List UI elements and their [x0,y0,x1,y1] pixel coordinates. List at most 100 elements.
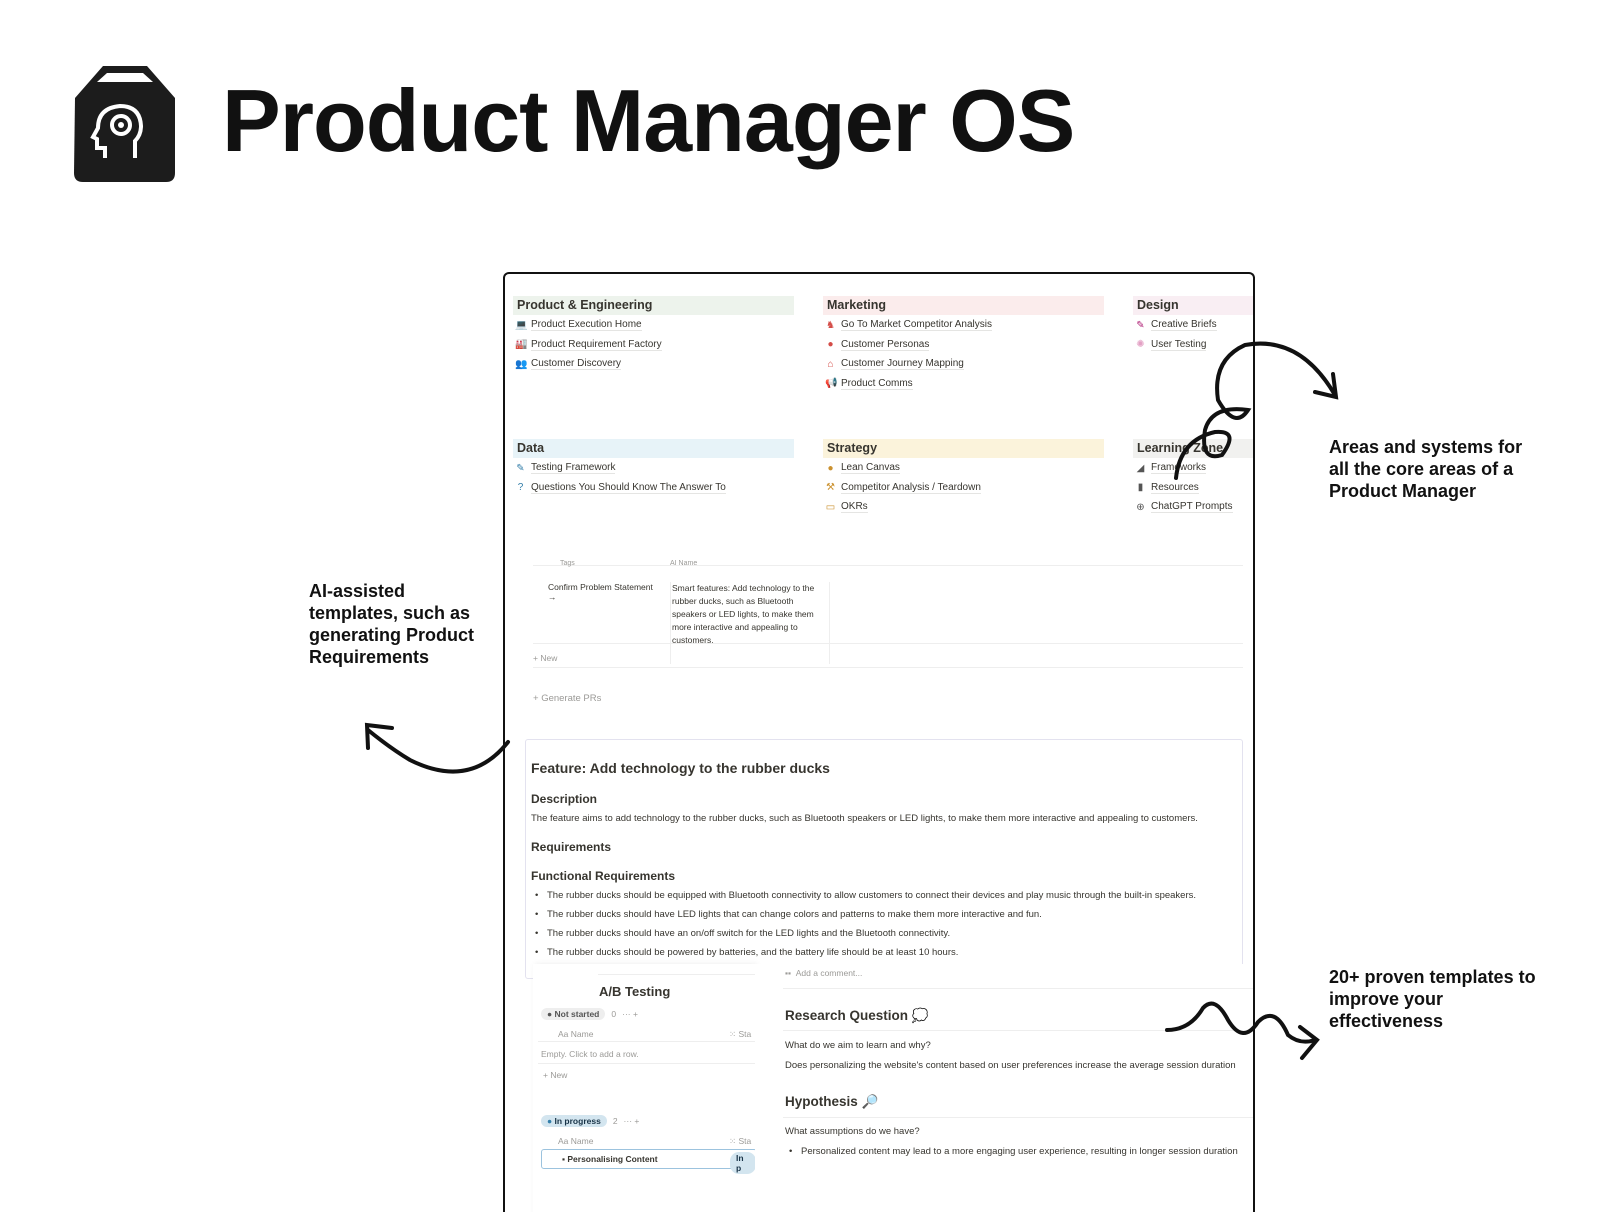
page-icon: ● [827,462,834,474]
requirement-item: The rubber ducks should be powered by ba… [531,947,1196,966]
status-header-label: Sta [738,1029,752,1039]
group-count: 2 [612,1116,618,1126]
new-row-button[interactable]: + New [543,1070,568,1080]
section-heading: Product & Engineering [513,296,794,315]
row-step[interactable]: Confirm Problem Statement→ [548,582,653,602]
section-link[interactable]: 🏭Product Requirement Factory [515,339,662,351]
hypothesis-heading-label: Hypothesis [785,1094,858,1109]
section-link[interactable]: ♞ Go To Market Competitor Analysis [825,319,992,331]
section-link[interactable]: ✺ User Testing [1135,338,1207,351]
page-icon: ▮ [1137,482,1144,494]
section-heading: Strategy [823,439,1104,458]
section-link-label: Customer Personas [841,338,930,351]
status-label: In progress [554,1116,601,1126]
section-link-label: Lean Canvas [841,462,900,474]
name-header: Aa Name [558,1029,594,1039]
section-heading: Marketing [823,296,1104,315]
ab-testing-panel: A/B Testing ● Not started 0 ··· + Aa Nam… [533,964,758,1212]
status-header-label: Sta [738,1136,752,1146]
new-row-button[interactable]: + New [533,653,558,663]
hypothesis-heading: Hypothesis 🔎 [785,1094,878,1110]
section-link[interactable]: ● Lean Canvas [825,462,900,474]
new-label: New [550,1070,568,1080]
curly-arrow-right [1174,341,1337,480]
status-badge-not-started[interactable]: ● Not started [541,1008,606,1020]
row-name-label: Personalising Content [567,1154,658,1164]
section-link[interactable]: ▭ OKRs [825,501,868,514]
section-link-label: Competitor Analysis / Teardown [841,481,981,494]
description-text: The feature aims to add technology to th… [531,813,1198,824]
wavy-arrow-head [1298,1025,1320,1060]
section-link-label: Testing Framework [531,462,616,474]
section-link-label: Customer Journey Mapping [841,358,964,371]
rq-heading: Research Question 💭 [785,1008,929,1024]
page-title: Product Manager OS [222,71,1075,170]
section-link-label: Questions You Should Know The Answer To [531,481,726,494]
section-link-label: User Testing [1151,338,1207,351]
page-icon: 📢 [825,378,838,390]
functional-heading: Functional Requirements [531,869,676,883]
feature-title: Feature: Add technology to the rubber du… [531,760,830,776]
rq-heading-label: Research Question [785,1008,909,1023]
magnifier-icon: 🔎 [861,1094,879,1109]
requirement-item: The rubber ducks should be equipped with… [531,890,1196,909]
generate-label: Generate PRs [541,693,602,704]
section-link-label: Product Execution Home [531,319,642,331]
section-link[interactable]: ? Questions You Should Know The Answer To [515,482,726,494]
section-link-label: Product Requirement Factory [531,338,662,351]
page-icon: ✺ [1136,339,1145,351]
hypothesis-item: Personalized content may lead to a more … [785,1146,1253,1157]
page-icon: 👥 [515,358,528,370]
section-link[interactable]: ⌂Customer Journey Mapping [825,358,964,371]
curved-arrow-left [366,728,510,774]
page-icon: ♞ [826,319,835,331]
rq-question: What do we aim to learn and why? [785,1040,931,1051]
section-link[interactable]: ⚒ Competitor Analysis / Teardown [825,482,981,494]
row-status: In p [730,1152,756,1174]
research-panel: ▪▪ Add a comment... Research Question 💭 … [755,964,1253,1212]
requirements-heading: Requirements [531,840,612,854]
section-link-label: OKRs [841,501,868,514]
page-icon: ● [827,339,834,351]
comment-input[interactable]: ▪▪ Add a comment... [785,968,863,978]
status-badge-in-progress[interactable]: ● In progress [541,1115,607,1127]
section-link-label: Resources [1151,481,1199,494]
page-icon: ? [517,482,524,494]
section-link[interactable]: 💻Product Execution Home [515,319,642,331]
section-link[interactable]: ⊕ChatGPT Prompts [1135,501,1233,514]
generate-prs-button[interactable]: + Generate PRs [533,693,602,704]
empty-row[interactable]: Empty. Click to add a row. [541,1049,639,1059]
section-link[interactable]: 📢Product Comms [825,378,913,390]
section-link[interactable]: ▮ Resources [1135,482,1199,494]
status-label: Not started [554,1009,600,1019]
hypothesis-question: What assumptions do we have? [785,1126,920,1137]
section-heading: Design [1133,296,1253,315]
new-label: New [540,653,558,663]
page-icon: 💻 [515,319,528,331]
more-icon[interactable]: ··· + [622,1009,638,1019]
page-icon: ✎ [1136,319,1145,331]
status-header: ⁙ Sta [729,1136,752,1146]
page-icon: ⚒ [826,482,835,494]
section-link-label: ChatGPT Prompts [1151,501,1233,514]
annotation-ai: AI-assisted templates, such as generatin… [309,581,475,667]
page-icon: ✎ [516,462,525,474]
annotation-areas: Areas and systems for all the core areas… [1329,437,1523,501]
ai-name-header: AI Name [670,560,698,567]
curved-arrow-left-head [364,722,394,750]
more-icon[interactable]: ··· + [623,1116,640,1126]
row-ai-text[interactable]: Smart features: Add technology to the ru… [670,582,830,664]
section-link[interactable]: ✎ Testing Framework [515,462,616,474]
row-step-label: Confirm Problem Statement [548,582,653,592]
arrow-icon: → [548,592,557,602]
section-link[interactable]: ● Customer Personas [825,338,930,351]
requirement-item: The rubber ducks should have LED lights … [531,909,1196,928]
section-link[interactable]: ✎Creative Briefs [1135,319,1217,331]
section-link[interactable]: 👥Customer Discovery [515,358,622,371]
page-icon: ▭ [825,501,836,513]
tags-header: Tags [560,560,575,567]
section-link-label: Go To Market Competitor Analysis [841,319,992,331]
feature-block: Feature: Add technology to the rubber du… [525,739,1243,979]
group-count: 0 [611,1009,617,1019]
